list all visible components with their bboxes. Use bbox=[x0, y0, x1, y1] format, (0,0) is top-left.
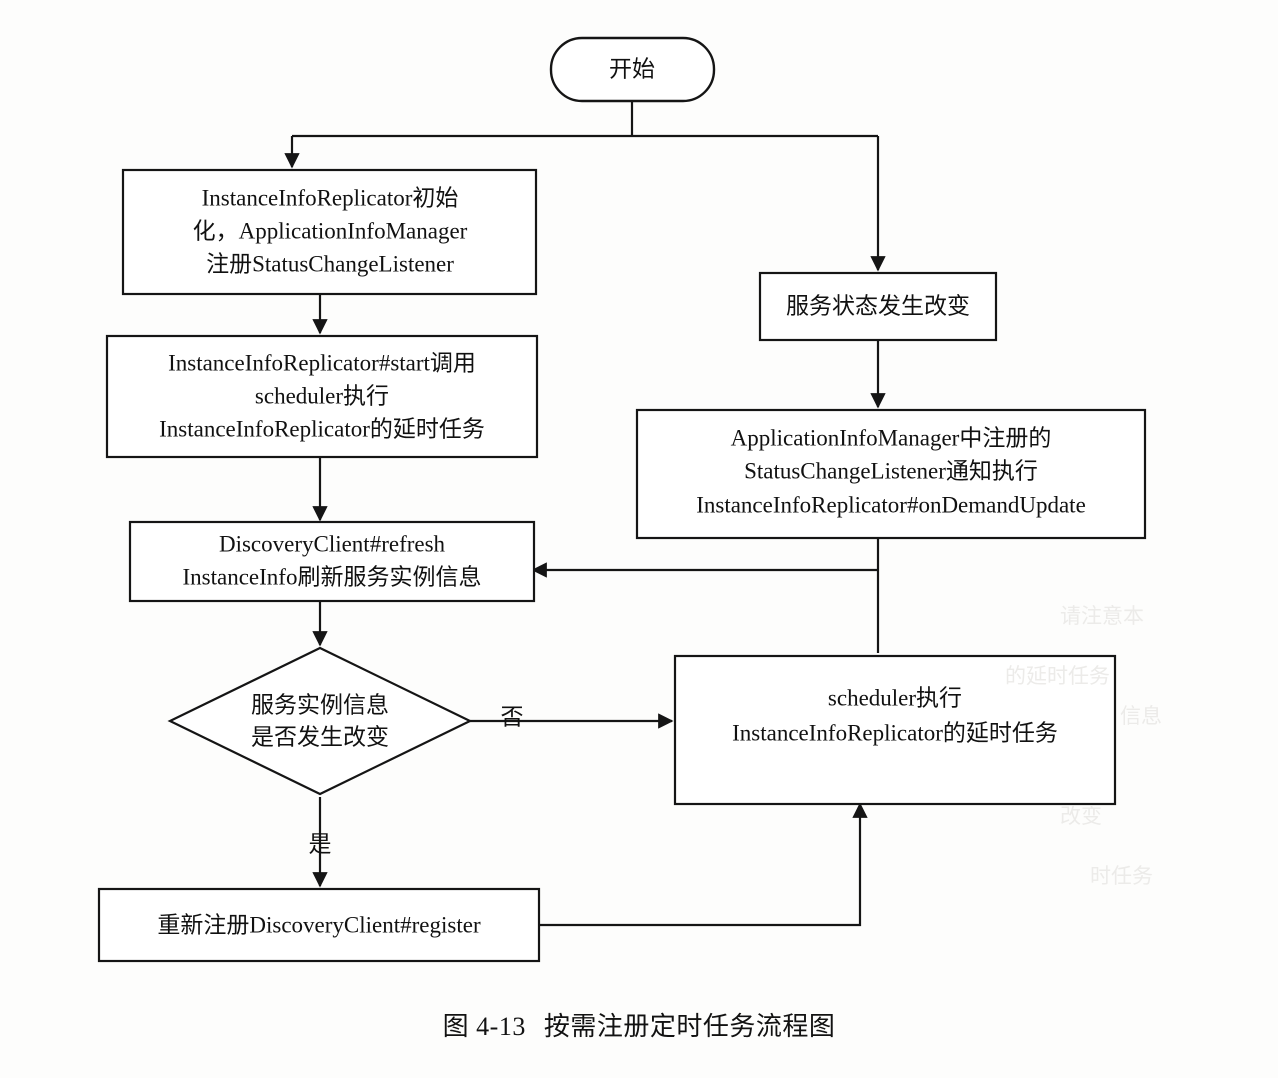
node-start-scheduler-line-2: scheduler执行 bbox=[255, 383, 389, 408]
node-listener-notify[interactable]: ApplicationInfoManager中注册的 StatusChangeL… bbox=[635, 408, 1147, 540]
edge-label-yes: 是 bbox=[309, 831, 332, 856]
node-listener-notify-line-3: InstanceInfoReplicator#onDemandUpdate bbox=[696, 492, 1086, 517]
node-start-scheduler-line-1: InstanceInfoReplicator#start调用 bbox=[168, 350, 476, 375]
node-refresh-line-1: DiscoveryClient#refresh bbox=[219, 531, 446, 556]
edge-label-no: 否 bbox=[501, 704, 524, 729]
node-decision-line-1: 服务实例信息 bbox=[251, 692, 389, 717]
node-decision-line-2: 是否发生改变 bbox=[251, 724, 389, 749]
figure-caption-text: 按需注册定时任务流程图 bbox=[543, 1012, 836, 1041]
node-start-scheduler[interactable]: InstanceInfoReplicator#start调用 scheduler… bbox=[105, 334, 539, 459]
node-listener-notify-line-1: ApplicationInfoManager中注册的 bbox=[731, 425, 1052, 450]
node-start-label: 开始 bbox=[609, 56, 655, 81]
node-scheduler-task-line-1: scheduler执行 bbox=[828, 685, 962, 710]
figure-caption: 图 4-13 按需注册定时任务流程图 bbox=[0, 1006, 1278, 1043]
node-re-register[interactable]: 重新注册DiscoveryClient#register bbox=[97, 887, 541, 963]
node-scheduler-delay-task[interactable]: scheduler执行 InstanceInfoReplicator的延时任务 bbox=[673, 654, 1117, 806]
node-decision-instance-changed[interactable]: 服务实例信息 是否发生改变 bbox=[167, 646, 473, 796]
node-listener-notify-line-2: StatusChangeListener通知执行 bbox=[744, 458, 1038, 483]
figure-caption-number: 图 4-13 bbox=[442, 1012, 526, 1041]
node-status-changed-label: 服务状态发生改变 bbox=[786, 293, 970, 318]
edge-re-register-to-scheduler-task bbox=[539, 802, 868, 927]
node-refresh-line-2: InstanceInfo刷新服务实例信息 bbox=[183, 564, 482, 589]
node-init-replicator-line-2: 化，ApplicationInfoManager bbox=[193, 218, 468, 243]
node-re-register-label: 重新注册DiscoveryClient#register bbox=[157, 912, 481, 937]
node-refresh-instance-info[interactable]: DiscoveryClient#refresh InstanceInfo刷新服务… bbox=[128, 520, 536, 603]
node-init-replicator-line-1: InstanceInfoReplicator初始 bbox=[202, 185, 459, 210]
node-start-scheduler-line-3: InstanceInfoReplicator的延时任务 bbox=[159, 416, 485, 441]
node-init-replicator-line-3: 注册StatusChangeListener bbox=[206, 251, 454, 276]
node-init-replicator[interactable]: InstanceInfoReplicator初始 化，ApplicationIn… bbox=[121, 168, 538, 296]
node-status-changed[interactable]: 服务状态发生改变 bbox=[758, 271, 998, 342]
node-scheduler-task-line-2: InstanceInfoReplicator的延时任务 bbox=[732, 720, 1058, 745]
node-start[interactable]: 开始 bbox=[549, 36, 716, 103]
